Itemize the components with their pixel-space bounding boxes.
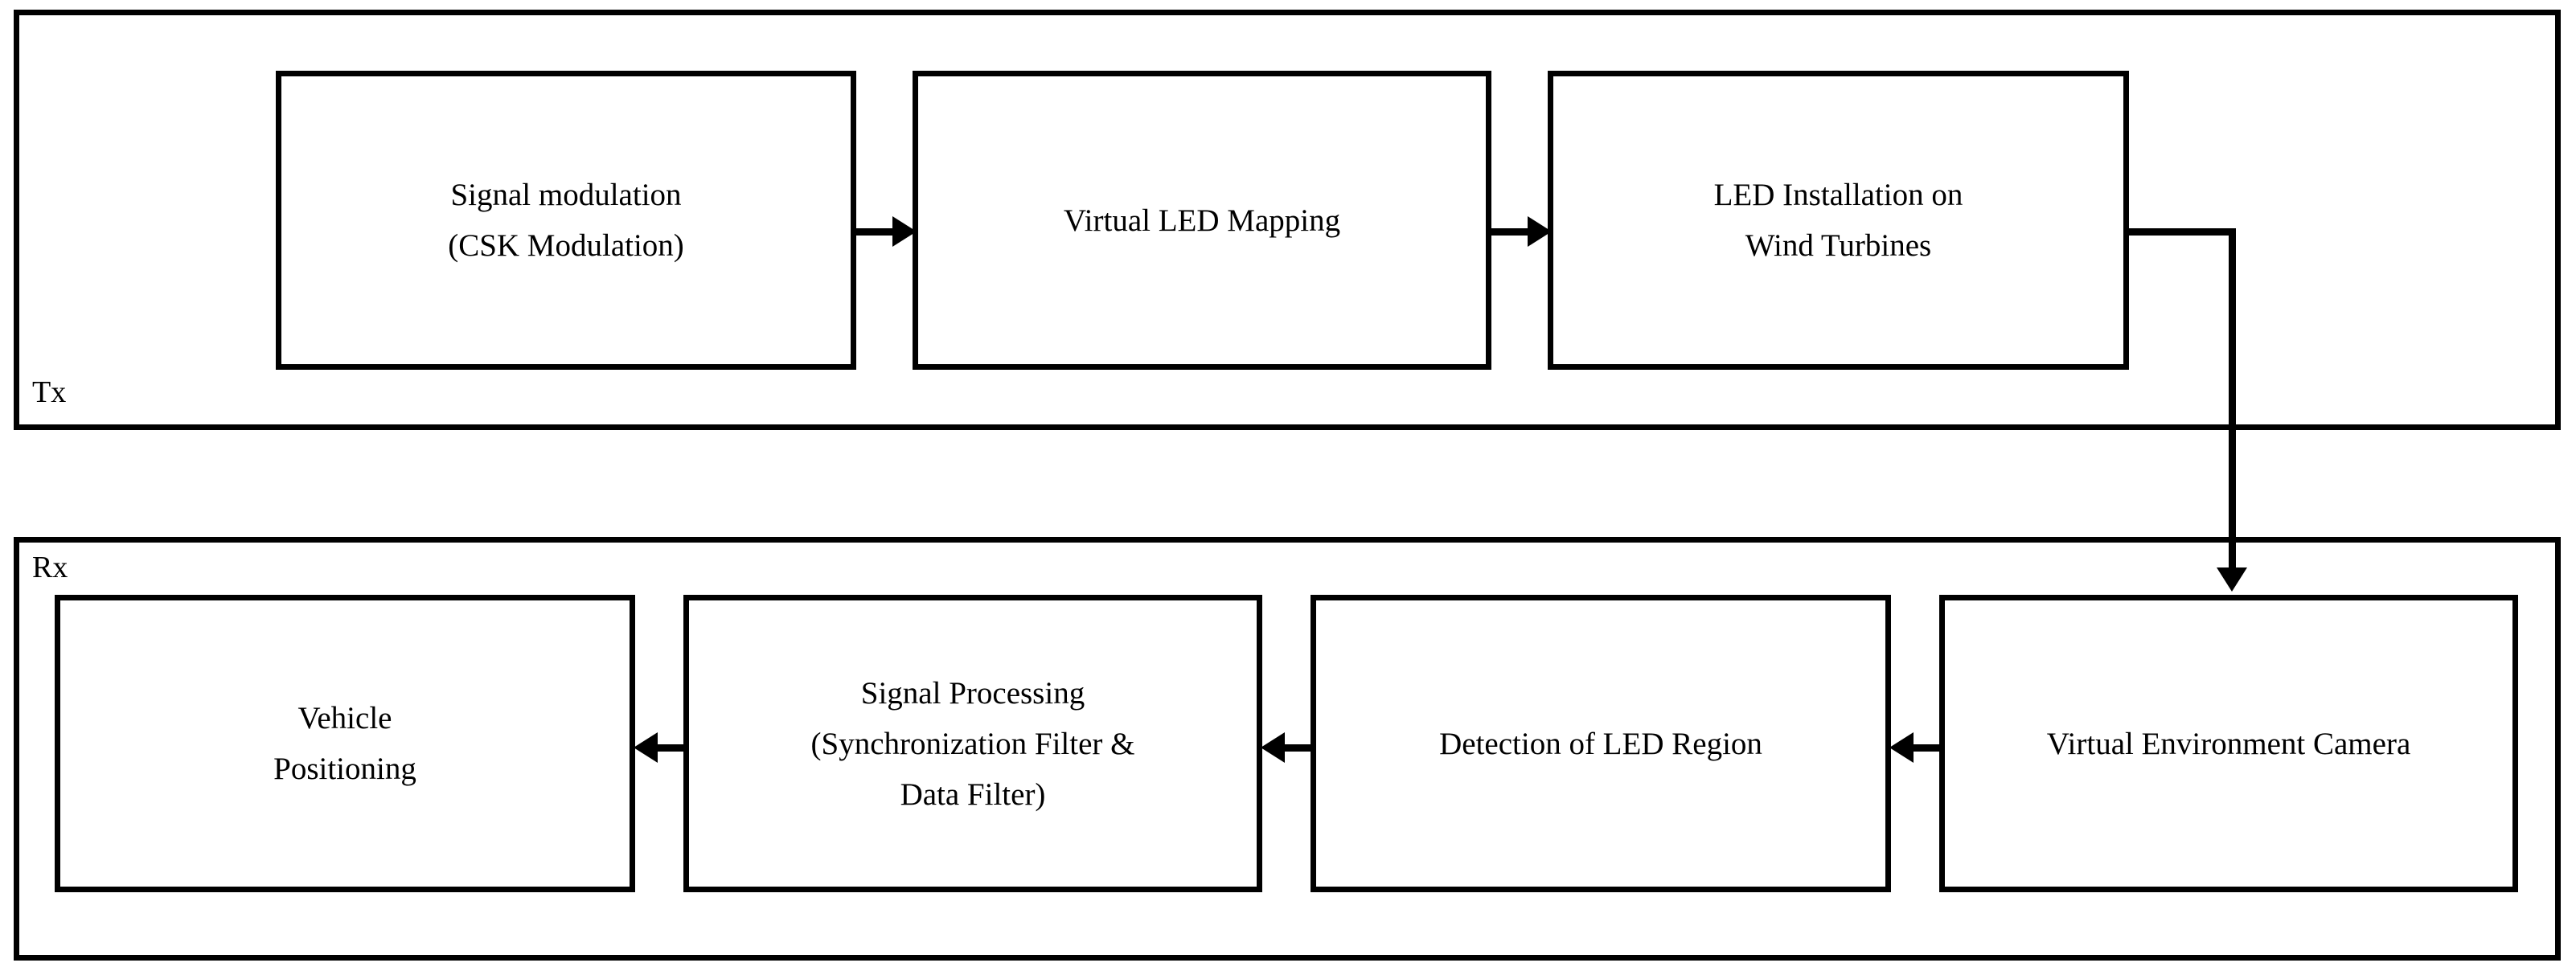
connector-rx-camera-to-detection-line bbox=[1897, 744, 1939, 752]
connector-tx-to-rx-arrowhead bbox=[2217, 567, 2247, 592]
connector-rx-detection-to-processing-line bbox=[1269, 744, 1311, 752]
node-signal-processing-label: Signal Processing (Synchronization Filte… bbox=[810, 675, 1135, 812]
node-signal-processing[interactable]: Signal Processing (Synchronization Filte… bbox=[683, 595, 1262, 892]
rx-group-container bbox=[14, 537, 2561, 961]
connector-tx-to-rx-vertical bbox=[2229, 228, 2236, 571]
connector-rx-detection-to-processing-arrowhead bbox=[1261, 732, 1285, 763]
node-led-installation[interactable]: LED Installation on Wind Turbines bbox=[1548, 71, 2129, 370]
rx-group-label: Rx bbox=[32, 551, 68, 584]
node-signal-modulation[interactable]: Signal modulation (CSK Modulation) bbox=[276, 71, 856, 370]
node-led-installation-label: LED Installation on Wind Turbines bbox=[1713, 178, 1963, 263]
node-vehicle-positioning[interactable]: Vehicle Positioning bbox=[55, 595, 635, 892]
connector-rx-processing-to-positioning-line bbox=[642, 744, 683, 752]
node-detection-led-region[interactable]: Detection of LED Region bbox=[1311, 595, 1891, 892]
node-vehicle-positioning-label: Vehicle Positioning bbox=[273, 701, 416, 786]
connector-tx-1-to-2-line bbox=[856, 228, 901, 236]
connector-tx-2-to-3-line bbox=[1491, 228, 1536, 236]
tx-group-label: Tx bbox=[32, 375, 67, 409]
node-signal-modulation-label: Signal modulation (CSK Modulation) bbox=[448, 178, 684, 263]
connector-tx-to-rx-horizontal bbox=[2127, 228, 2236, 236]
connector-rx-processing-to-positioning-arrowhead bbox=[634, 732, 658, 763]
node-virtual-environment-camera[interactable]: Virtual Environment Camera bbox=[1939, 595, 2518, 892]
node-virtual-environment-camera-label: Virtual Environment Camera bbox=[2046, 726, 2411, 761]
node-detection-led-region-label: Detection of LED Region bbox=[1439, 726, 1762, 761]
tx-group-container bbox=[14, 10, 2561, 430]
node-virtual-led-mapping[interactable]: Virtual LED Mapping bbox=[913, 71, 1491, 370]
connector-rx-camera-to-detection-arrowhead bbox=[1889, 732, 1914, 763]
node-virtual-led-mapping-label: Virtual LED Mapping bbox=[1063, 203, 1341, 238]
